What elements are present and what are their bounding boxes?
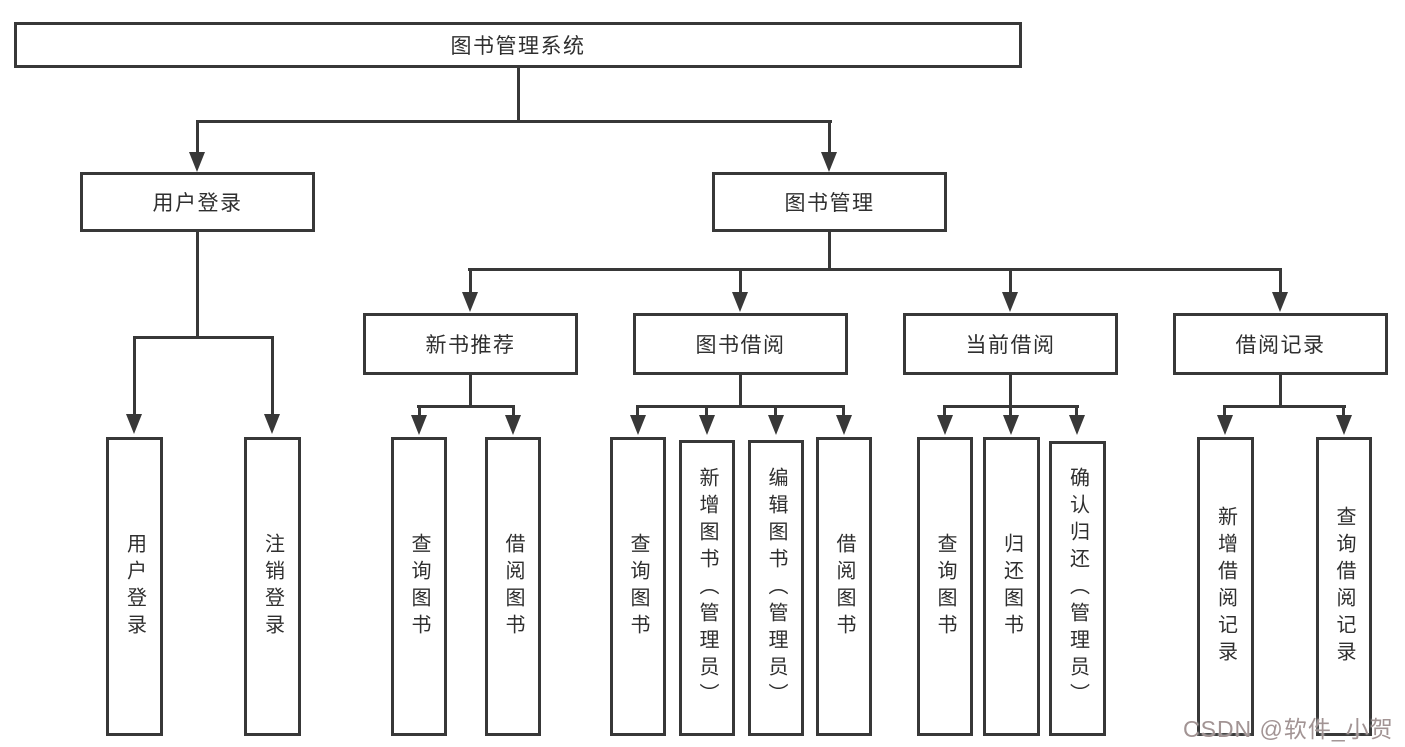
connector-shaft-current-borrow bbox=[1009, 268, 1012, 294]
connector-shaft bbox=[1009, 405, 1012, 417]
arrow-down-icon bbox=[1272, 292, 1288, 312]
connector-groupC-stub bbox=[1009, 375, 1012, 405]
connector-groupB-stub bbox=[739, 375, 742, 405]
connector-shaft-user-login bbox=[196, 120, 199, 154]
node-label: 图书管理 bbox=[784, 192, 875, 215]
node-label: 用户登录 bbox=[123, 532, 146, 641]
node-label: 查询图书 bbox=[627, 532, 649, 641]
connector-shaft-book-management bbox=[828, 120, 831, 154]
node-label: 图书借阅 bbox=[695, 334, 786, 357]
connector-shaft bbox=[512, 405, 515, 417]
connector-shaft-new-book bbox=[469, 268, 472, 294]
node-leaf-query-books-a: 查询图书 bbox=[391, 437, 447, 736]
connector-shaft-borrow-record bbox=[1279, 268, 1282, 294]
arrow-down-icon bbox=[768, 415, 784, 435]
arrow-down-icon bbox=[630, 415, 646, 435]
connector-rail-level2 bbox=[196, 120, 832, 123]
node-new-book-recommendation: 新书推荐 bbox=[363, 313, 578, 375]
node-leaf-query-books-b: 查询图书 bbox=[610, 437, 666, 736]
csdn-watermark: CSDN @软件_小贺同学 bbox=[1183, 716, 1394, 742]
connector-shaft bbox=[636, 405, 639, 417]
arrow-down-icon bbox=[699, 415, 715, 435]
connector-shaft bbox=[1342, 405, 1345, 417]
node-borrowing-records: 借阅记录 bbox=[1173, 313, 1388, 375]
node-leaf-borrow-books-a: 借阅图书 bbox=[485, 437, 541, 736]
node-label: 当前借阅 bbox=[965, 334, 1056, 357]
arrow-down-icon bbox=[1002, 292, 1018, 312]
connector-rail-level3 bbox=[468, 268, 1281, 271]
arrow-down-icon bbox=[1003, 415, 1019, 435]
arrow-down-icon bbox=[1336, 415, 1352, 435]
connector-shaft-book-borrow bbox=[739, 268, 742, 294]
node-leaf-edit-books-admin: 编辑图书（管理员） bbox=[748, 440, 804, 736]
connector-rail-groupA bbox=[417, 405, 515, 408]
node-current-borrowing: 当前借阅 bbox=[903, 313, 1118, 375]
node-label: 归还图书 bbox=[1000, 532, 1023, 641]
node-label: 查询借阅记录 bbox=[1333, 505, 1355, 668]
node-label: 新增借阅记录 bbox=[1214, 505, 1237, 668]
node-leaf-logout: 注销登录 bbox=[244, 437, 301, 736]
connector-rail-user-login bbox=[133, 336, 274, 339]
node-label: 新增图书（管理员） bbox=[696, 466, 718, 710]
node-label: 图书管理系统 bbox=[450, 35, 586, 58]
node-label: 编辑图书（管理员） bbox=[765, 466, 787, 710]
node-leaf-query-borrow-record: 查询借阅记录 bbox=[1316, 437, 1372, 736]
arrow-down-icon bbox=[126, 414, 142, 434]
connector-groupA-stub bbox=[469, 375, 472, 405]
node-label: 借阅记录 bbox=[1235, 334, 1326, 357]
node-label: 查询图书 bbox=[408, 532, 430, 641]
node-book-management: 图书管理 bbox=[712, 172, 947, 232]
connector-shaft bbox=[774, 405, 777, 417]
node-label: 借阅图书 bbox=[833, 532, 855, 641]
connector-shaft bbox=[1075, 405, 1078, 417]
arrow-down-icon bbox=[937, 415, 953, 435]
arrow-down-icon bbox=[189, 152, 205, 172]
node-leaf-return-books: 归还图书 bbox=[983, 437, 1040, 736]
node-label: 确认归还（管理员） bbox=[1066, 467, 1089, 710]
connector-shaft bbox=[842, 405, 845, 417]
node-leaf-borrow-books-b: 借阅图书 bbox=[816, 437, 872, 736]
arrow-down-icon bbox=[821, 152, 837, 172]
arrow-down-icon bbox=[732, 292, 748, 312]
node-leaf-add-borrow-record: 新增借阅记录 bbox=[1197, 437, 1254, 736]
connector-root-stub bbox=[517, 68, 520, 120]
connector-book-management-stub bbox=[828, 232, 831, 268]
connector-groupD-stub bbox=[1279, 375, 1282, 405]
node-label: 注销登录 bbox=[261, 532, 284, 641]
connector-shaft bbox=[943, 405, 946, 417]
node-leaf-user-login: 用户登录 bbox=[106, 437, 163, 736]
node-library-system: 图书管理系统 bbox=[14, 22, 1022, 68]
connector-shaft bbox=[705, 405, 708, 417]
arrow-down-icon bbox=[411, 415, 427, 435]
node-label: 用户登录 bbox=[152, 192, 243, 215]
connector-rail-groupB bbox=[636, 405, 845, 408]
node-book-borrowing: 图书借阅 bbox=[633, 313, 848, 375]
arrow-down-icon bbox=[1217, 415, 1233, 435]
connector-shaft-logout-leaf bbox=[271, 336, 274, 416]
node-user-login: 用户登录 bbox=[80, 172, 315, 232]
connector-user-login-stub bbox=[196, 232, 199, 336]
arrow-down-icon bbox=[836, 415, 852, 435]
node-label: 查询图书 bbox=[934, 532, 956, 641]
node-label: 借阅图书 bbox=[502, 532, 524, 641]
arrow-down-icon bbox=[1069, 415, 1085, 435]
node-leaf-add-books-admin: 新增图书（管理员） bbox=[679, 440, 735, 736]
arrow-down-icon bbox=[462, 292, 478, 312]
connector-rail-groupD bbox=[1223, 405, 1346, 408]
connector-shaft bbox=[418, 405, 421, 417]
arrow-down-icon bbox=[264, 414, 280, 434]
connector-shaft bbox=[1223, 405, 1226, 417]
node-leaf-confirm-return-admin: 确认归还（管理员） bbox=[1049, 441, 1106, 736]
node-label: 新书推荐 bbox=[425, 334, 516, 357]
connector-shaft-login-leaf bbox=[133, 336, 136, 416]
arrow-down-icon bbox=[505, 415, 521, 435]
node-leaf-query-books-c: 查询图书 bbox=[917, 437, 973, 736]
